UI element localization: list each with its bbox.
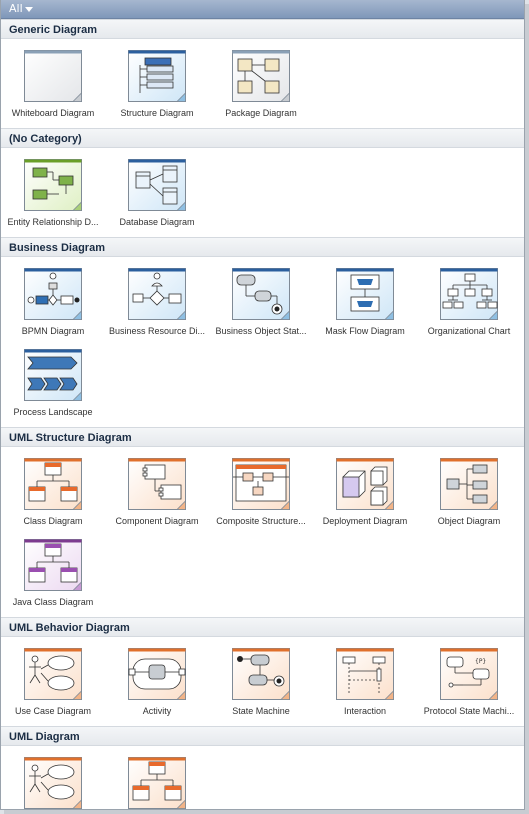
diagram-grid: Entity Relationship D... Database Diagram: [1, 148, 524, 237]
diagram-type-item[interactable]: Whiteboard Diagram: [1, 47, 105, 128]
filter-label: All: [9, 2, 23, 15]
diagram-type-item[interactable]: Use Case Diagram: [1, 645, 105, 726]
diagram-type-label: Use Case Diagram: [14, 706, 92, 716]
diagram-type-label: Database Diagram: [119, 217, 195, 227]
diagram-type-item[interactable]: Deployment Diagram: [313, 455, 417, 536]
panel-shadow: [4, 810, 529, 814]
diagram-type-label: Business Resource Di...: [108, 326, 206, 336]
state-machine-icon: [231, 647, 291, 701]
diagram-type-label: Java Class Diagram: [12, 597, 94, 607]
diagram-type-item[interactable]: Business Resource Di...: [105, 265, 209, 346]
category-header: UML Diagram: [1, 726, 524, 746]
structure-icon: [127, 49, 187, 103]
bpmn-icon: [23, 267, 83, 321]
diagram-type-item[interactable]: Activity: [105, 645, 209, 726]
business-resource-icon: [127, 267, 187, 321]
entity-relationship-icon: [23, 158, 83, 212]
diagram-type-label: Entity Relationship D...: [7, 217, 99, 227]
component-icon: [127, 457, 187, 511]
category-header: (No Category): [1, 128, 524, 148]
class-diagram-icon: [127, 756, 187, 809]
diagram-type-label: Activity: [142, 706, 172, 716]
category-header: UML Behavior Diagram: [1, 617, 524, 637]
org-chart-icon: [439, 267, 499, 321]
process-landscape-icon: [23, 348, 83, 402]
diagram-type-item[interactable]: Object Diagram: [417, 455, 521, 536]
database-icon: [127, 158, 187, 212]
diagram-type-item[interactable]: {P} Protocol State Machi...: [417, 645, 521, 726]
category-header: UML Structure Diagram: [1, 427, 524, 447]
mask-flow-icon: [335, 267, 395, 321]
diagram-grid: BPMN Diagram Business Resource Di... Busin…: [1, 257, 524, 427]
class-diagram-icon: [23, 457, 83, 511]
diagram-type-label: Protocol State Machi...: [423, 706, 515, 716]
diagram-type-label: State Machine: [232, 706, 290, 716]
diagram-type-item[interactable]: Business Object Stat...: [209, 265, 313, 346]
diagram-type-item[interactable]: Java Class Diagram: [1, 536, 105, 617]
use-case-icon: [23, 756, 83, 809]
diagram-type-label: Deployment Diagram: [322, 516, 408, 526]
diagram-type-item[interactable]: Use Case Diagram: [1, 754, 105, 809]
interaction-icon: [335, 647, 395, 701]
protocol-state-icon: {P}: [439, 647, 499, 701]
diagram-type-item[interactable]: Organizational Chart: [417, 265, 521, 346]
diagram-type-item[interactable]: Composite Structure...: [209, 455, 313, 536]
category-header: Generic Diagram: [1, 19, 524, 39]
diagram-type-label: Composite Structure...: [216, 516, 306, 526]
chevron-down-icon: [24, 7, 33, 12]
category-section: (No Category) Entity Relationship D... Dat…: [1, 128, 524, 237]
object-diagram-icon: [439, 457, 499, 511]
deployment-icon: [335, 457, 395, 511]
diagram-type-label: Class Diagram: [23, 516, 83, 526]
diagram-type-item[interactable]: Process Landscape: [1, 346, 105, 427]
diagram-type-label: Interaction: [343, 706, 387, 716]
diagram-grid: Whiteboard Diagram Structure Diagram Packa…: [1, 39, 524, 128]
diagram-type-item[interactable]: Interaction: [313, 645, 417, 726]
diagram-type-label: Object Diagram: [437, 516, 501, 526]
diagram-type-label: Organizational Chart: [427, 326, 511, 336]
diagram-type-label: Whiteboard Diagram: [11, 108, 95, 118]
diagram-type-label: Process Landscape: [13, 407, 93, 417]
svg-text:{P}: {P}: [475, 658, 486, 665]
diagram-type-item[interactable]: Entity Relationship D...: [1, 156, 105, 237]
diagram-type-label: Structure Diagram: [120, 108, 194, 118]
category-filter-dropdown[interactable]: All: [6, 1, 39, 17]
diagram-type-item[interactable]: Package Diagram: [209, 47, 313, 128]
category-header: Business Diagram: [1, 237, 524, 257]
diagram-type-item[interactable]: Class Diagram: [105, 754, 209, 809]
diagram-grid: Class Diagram Component Diagram Composite …: [1, 447, 524, 617]
diagram-grid: Use Case Diagram Activity State Machine Int…: [1, 637, 524, 726]
diagram-type-label: Component Diagram: [115, 516, 199, 526]
diagram-type-label: Business Object Stat...: [215, 326, 307, 336]
diagram-type-item[interactable]: Mask Flow Diagram: [313, 265, 417, 346]
diagram-type-item[interactable]: State Machine: [209, 645, 313, 726]
business-object-state-icon: [231, 267, 291, 321]
activity-icon: [127, 647, 187, 701]
diagram-type-label: Mask Flow Diagram: [325, 326, 405, 336]
diagram-type-item[interactable]: Database Diagram: [105, 156, 209, 237]
composite-structure-icon: [231, 457, 291, 511]
package-icon: [231, 49, 291, 103]
java-class-icon: [23, 538, 83, 592]
diagram-type-label: BPMN Diagram: [21, 326, 85, 336]
diagram-type-item[interactable]: Structure Diagram: [105, 47, 209, 128]
whiteboard-icon: [23, 49, 83, 103]
use-case-icon: [23, 647, 83, 701]
diagram-type-item[interactable]: BPMN Diagram: [1, 265, 105, 346]
diagram-type-item[interactable]: Class Diagram: [1, 455, 105, 536]
diagram-type-item[interactable]: Component Diagram: [105, 455, 209, 536]
diagram-type-label: Package Diagram: [225, 108, 297, 118]
panel-shadow: [525, 4, 529, 814]
gallery-toolbar: All: [1, 0, 524, 19]
